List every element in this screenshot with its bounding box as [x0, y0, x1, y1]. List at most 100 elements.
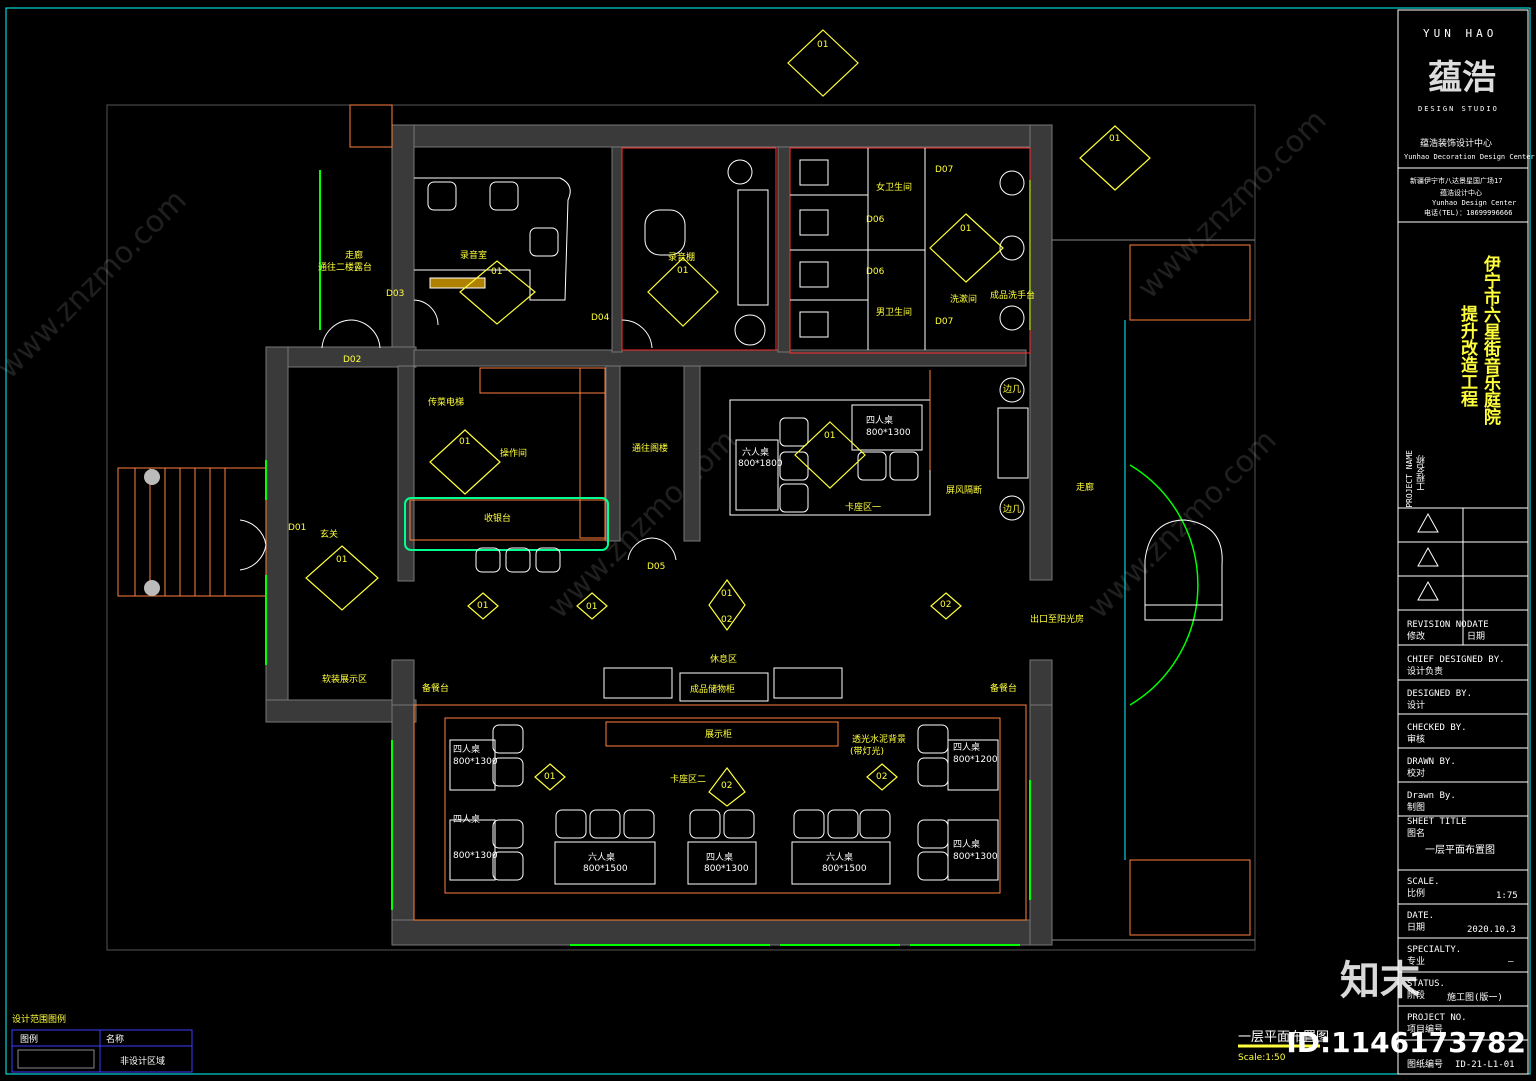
cashier-highlight: [404, 497, 609, 551]
walls: [265, 124, 1053, 946]
door-tags: D01 D02 D03 D04 D05 D06 D06 D07 D07: [288, 165, 953, 572]
zhimo-watermark: 知末: [1340, 958, 1420, 1004]
svg-text:01: 01: [721, 589, 732, 599]
svg-text:操作间: 操作间: [500, 447, 527, 459]
svg-text:D06: D06: [866, 267, 885, 277]
svg-text:800*1300: 800*1300: [453, 757, 498, 767]
svg-text:01: 01: [586, 602, 597, 612]
project-name-line1: 伊宁市六星街音乐庭院: [1480, 255, 1500, 425]
status-cn: 阶段: [1407, 991, 1426, 1001]
table-labels: 四人桌 800*1300 六人桌 800*1800 四人桌 800*1300 四…: [453, 414, 998, 874]
drawn2-cn: 制图: [1407, 803, 1426, 813]
svg-text:四人桌: 四人桌: [706, 851, 733, 863]
svg-text:800*1500: 800*1500: [822, 864, 867, 874]
svg-text:备餐台: 备餐台: [422, 682, 449, 694]
company-logo: 蕴浩: [1428, 58, 1496, 98]
sheet-title: 一层平面布置图: [1425, 845, 1495, 856]
checked-en: CHECKED BY.: [1407, 723, 1467, 733]
drawing-no-cn: 图纸编号: [1407, 1060, 1444, 1070]
date-value: 2020.10.3: [1467, 925, 1516, 935]
windows: [265, 170, 1031, 946]
project-label-en: PROJECT NAME: [1405, 450, 1414, 508]
svg-text:02: 02: [876, 772, 887, 782]
svg-text:800*1500: 800*1500: [583, 864, 628, 874]
booth-area-1: [729, 370, 1029, 521]
bar-stools: [475, 547, 561, 573]
door-swings: [239, 299, 677, 571]
image-id: ID:1146173782: [1286, 1026, 1526, 1059]
svg-text:01: 01: [336, 555, 347, 565]
dining-area: [413, 667, 1027, 921]
svg-text:软装展示区: 软装展示区: [322, 673, 367, 685]
svg-text:走廊: 走廊: [1076, 481, 1094, 493]
specialty-en: SPECIALTY.: [1407, 945, 1462, 955]
svg-text:01: 01: [459, 437, 470, 447]
project-name-line2: 提升改造工程: [1457, 305, 1477, 407]
svg-text:出口至阳光房: 出口至阳光房: [1030, 613, 1084, 625]
svg-text:女卫生间: 女卫生间: [876, 181, 912, 193]
brand-sub: DESIGN STUDIO: [1418, 105, 1499, 113]
svg-text:01: 01: [477, 601, 488, 611]
svg-text:玄关: 玄关: [320, 528, 338, 540]
svg-text:02: 02: [721, 615, 732, 625]
revision-en: REVISION NO: [1407, 620, 1467, 630]
recording-booth-outline: [621, 147, 777, 351]
svg-text:图例: 图例: [20, 1033, 38, 1045]
svg-text:D06: D06: [866, 215, 885, 225]
revision-cn: 修改: [1407, 632, 1426, 642]
svg-text:D05: D05: [647, 562, 665, 572]
svg-text:800*1300: 800*1300: [453, 851, 498, 861]
stairs-and-balconies: [117, 104, 1251, 936]
svg-text:成品储物柜: 成品储物柜: [690, 683, 735, 695]
svg-text:www.znzmo.com: www.znzmo.com: [0, 183, 194, 386]
svg-text:D04: D04: [591, 313, 610, 323]
recording-room-furniture: [414, 159, 769, 346]
svg-text:02: 02: [721, 781, 732, 791]
title-block-frame: [1397, 9, 1529, 1075]
drawn2-en: Drawn By.: [1407, 791, 1456, 801]
designed-cn: 设计: [1407, 701, 1426, 711]
svg-text:录音棚: 录音棚: [668, 251, 695, 263]
svg-text:01: 01: [677, 266, 688, 276]
svg-text:六人桌: 六人桌: [742, 446, 769, 458]
specialty-value: —: [1508, 957, 1514, 967]
svg-text:800*1300: 800*1300: [704, 864, 749, 874]
legend: 设计范围图例 图例 名称 非设计区域: [11, 1013, 193, 1073]
svg-text:通往阁楼: 通往阁楼: [632, 442, 668, 454]
designed-en: DESIGNED BY.: [1407, 689, 1473, 699]
svg-text:800*1300: 800*1300: [866, 428, 911, 438]
column-icon: [144, 469, 160, 485]
date-cn: 日期: [1467, 632, 1486, 642]
svg-text:02: 02: [940, 600, 951, 610]
tag-number-labels: 01 01 01 01 01 01 01 01 01 01 02 01 02 0…: [336, 40, 1120, 791]
svg-text:四人桌: 四人桌: [866, 414, 893, 426]
design-boundary: [106, 104, 1256, 951]
svg-text:800*1200: 800*1200: [953, 755, 998, 765]
svg-text:非设计区域: 非设计区域: [120, 1055, 165, 1067]
svg-text:四人桌: 四人桌: [453, 813, 480, 825]
svg-text:01: 01: [491, 267, 502, 277]
wc-stalls: [790, 148, 1025, 350]
drawing-title: 一层平面布置图: [1238, 1030, 1329, 1045]
project-no-cn: 项目编号: [1407, 1025, 1444, 1035]
status-value: 施工图(版一): [1447, 993, 1503, 1003]
chief-cn: 设计负责: [1407, 667, 1444, 677]
drawn-en: DRAWN BY.: [1407, 757, 1456, 767]
svg-text:屏风隔断: 屏风隔断: [946, 484, 982, 496]
drawn-cn: 校对: [1407, 769, 1426, 779]
grand-piano-icon: [1144, 519, 1223, 621]
svg-text:01: 01: [544, 772, 555, 782]
svg-text:透光水泥背景: 透光水泥背景: [852, 733, 906, 745]
company-cn: 蕴浩装饰设计中心: [1420, 139, 1493, 149]
svg-text:边几: 边几: [1003, 504, 1021, 515]
svg-text:D07: D07: [935, 165, 953, 175]
svg-text:01: 01: [960, 224, 971, 234]
svg-text:男卫生间: 男卫生间: [876, 306, 912, 318]
drawing-scale: Scale:1:50: [1238, 1053, 1286, 1063]
svg-text:名称: 名称: [106, 1033, 124, 1045]
svg-text:录音室: 录音室: [460, 249, 487, 261]
svg-text:卡座区二: 卡座区二: [670, 773, 706, 785]
room-labels: 走廊 通往二楼露台 录音室 录音棚 女卫生间 男卫生间 洗漱间 成品洗手台 玄关…: [318, 181, 1094, 785]
checked-cn: 审核: [1407, 735, 1426, 745]
